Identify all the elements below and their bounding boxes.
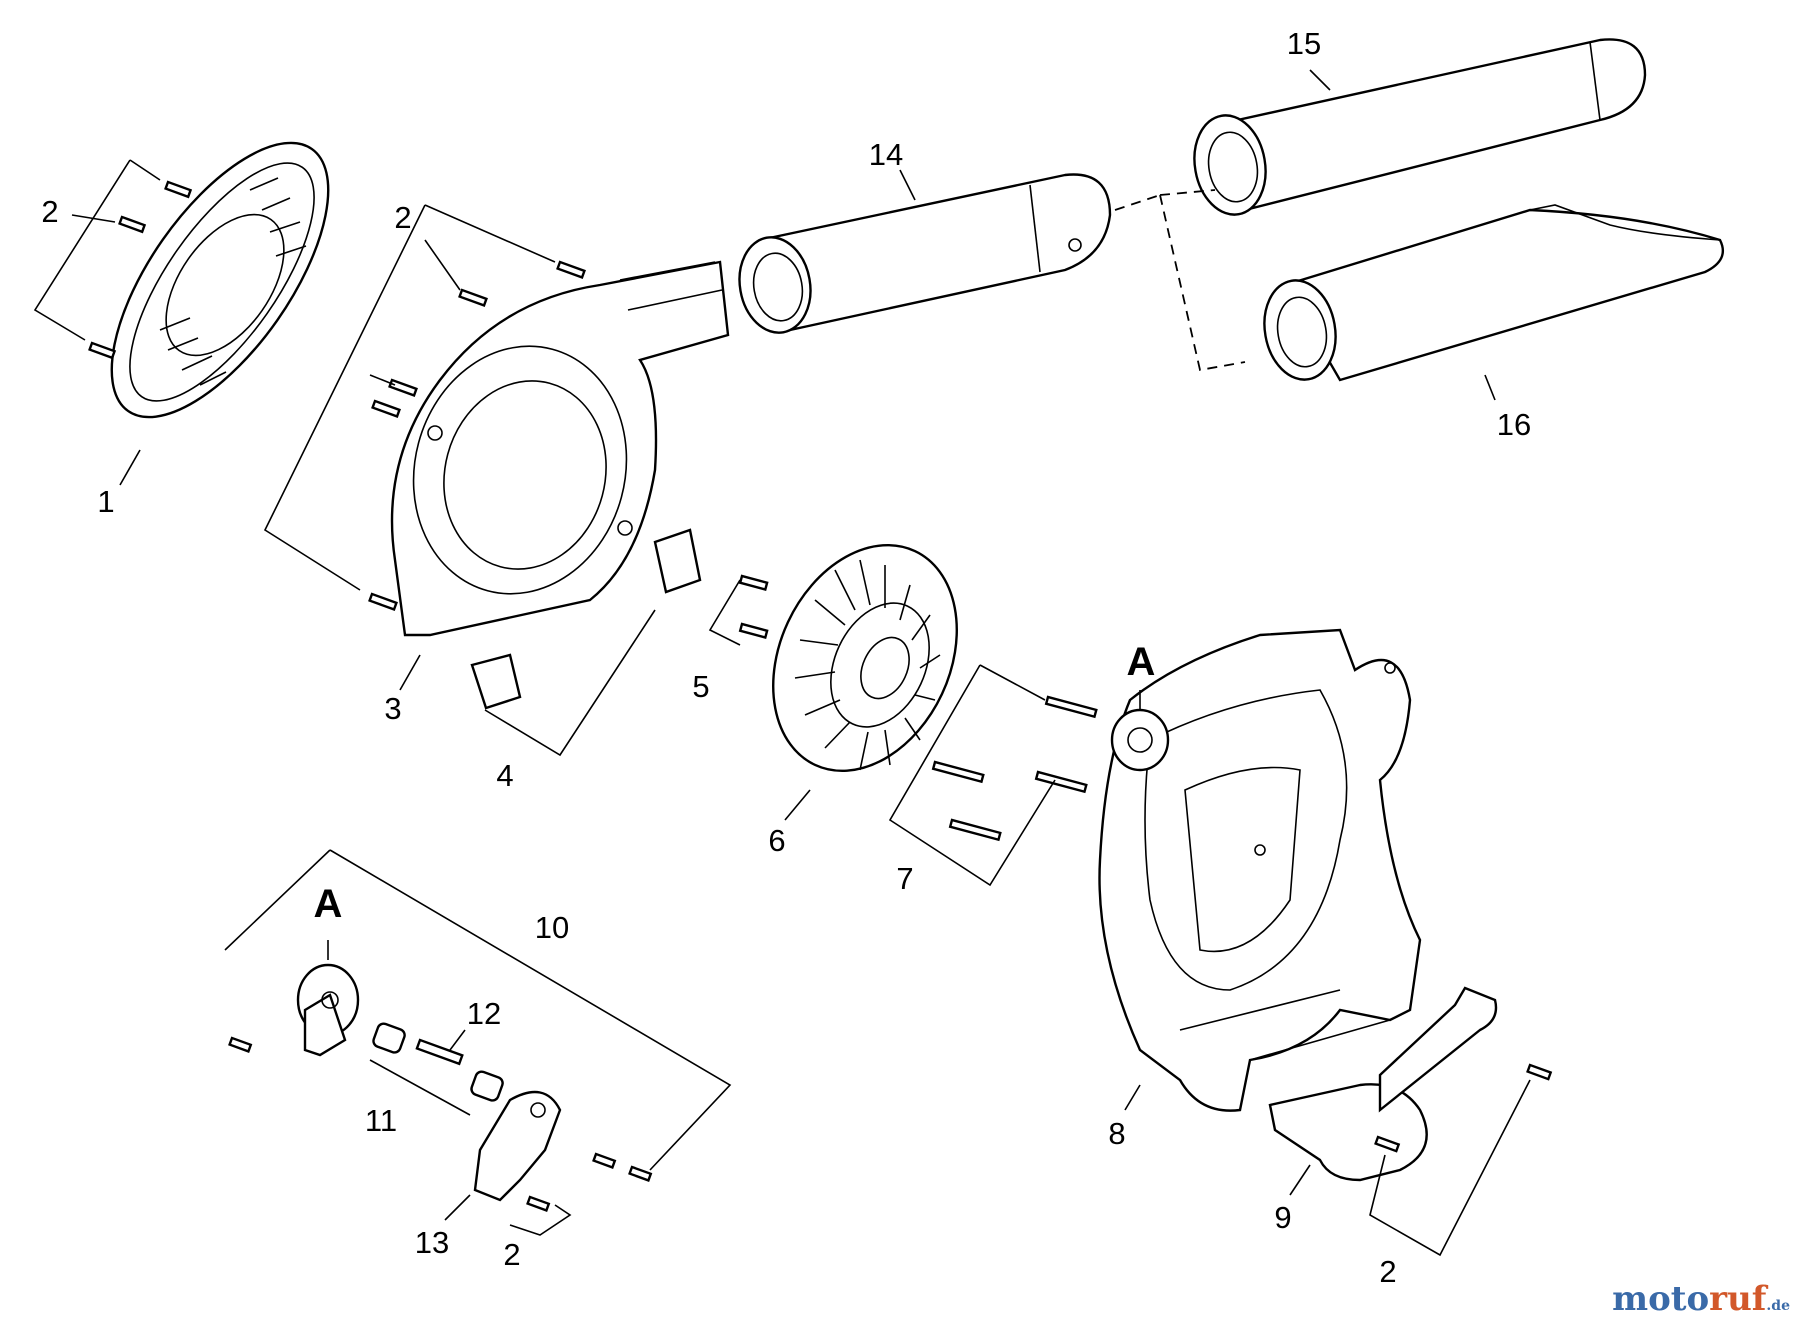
callout-15: 15 bbox=[1287, 26, 1321, 61]
part-8-housing bbox=[1098, 628, 1422, 1112]
callout-1: 1 bbox=[97, 484, 114, 519]
callout-6: 6 bbox=[768, 823, 785, 858]
callout-labels: 1 2 2 2 2 3 4 5 6 7 8 9 10 11 12 13 14 1… bbox=[41, 26, 1531, 1289]
callout-11: 11 bbox=[365, 1103, 397, 1138]
callout-2-b: 2 bbox=[394, 200, 411, 235]
part-1-intake-cover bbox=[110, 141, 330, 419]
part-12-pin bbox=[415, 1038, 464, 1066]
part-5-screws bbox=[738, 574, 769, 639]
callout-4: 4 bbox=[496, 758, 513, 793]
part-3-fan-cover bbox=[390, 260, 730, 637]
callout-8: 8 bbox=[1108, 1116, 1125, 1151]
callout-2-d: 2 bbox=[1379, 1254, 1396, 1289]
part-9-handle bbox=[1268, 986, 1498, 1182]
callout-7: 7 bbox=[896, 861, 913, 896]
part-6-impeller bbox=[772, 543, 958, 773]
callout-3: 3 bbox=[384, 691, 401, 726]
part-2-screws-c bbox=[228, 1036, 653, 1212]
callout-5: 5 bbox=[692, 669, 709, 704]
detail-marker-a-housing: A bbox=[1127, 640, 1156, 684]
callout-16: 16 bbox=[1497, 407, 1531, 442]
part-2-screws-b bbox=[368, 260, 586, 612]
part-15-tube-end bbox=[1193, 38, 1647, 216]
watermark-tld: .de bbox=[1766, 1298, 1790, 1314]
watermark-brand-a: moto bbox=[1612, 1279, 1710, 1319]
callout-2-a: 2 bbox=[41, 194, 58, 229]
part-4-dampers bbox=[470, 528, 702, 710]
callout-12: 12 bbox=[467, 996, 501, 1031]
part-16-nozzle bbox=[1263, 204, 1725, 382]
callout-10: 10 bbox=[535, 910, 569, 945]
watermark-logo: motoruf.de bbox=[1612, 1279, 1790, 1319]
part-13-lever bbox=[473, 1090, 562, 1202]
part-7-screws bbox=[931, 695, 1098, 842]
part-11-springs bbox=[372, 1022, 504, 1102]
part-2-screws-d bbox=[1374, 1063, 1553, 1153]
alternate-connection-line bbox=[1114, 189, 1246, 372]
callout-9: 9 bbox=[1274, 1200, 1291, 1235]
part-2-screws-a bbox=[88, 180, 193, 360]
detail-marker-a-throttle: A bbox=[314, 882, 343, 926]
callout-2-c: 2 bbox=[503, 1237, 520, 1272]
part-14-blower-tube bbox=[738, 173, 1112, 334]
part-10-throttle-assembly bbox=[296, 963, 360, 1057]
watermark-brand-b: ruf bbox=[1709, 1279, 1767, 1319]
callout-14: 14 bbox=[869, 137, 903, 172]
leader-lines bbox=[33, 69, 1531, 1257]
callout-13: 13 bbox=[415, 1225, 449, 1260]
